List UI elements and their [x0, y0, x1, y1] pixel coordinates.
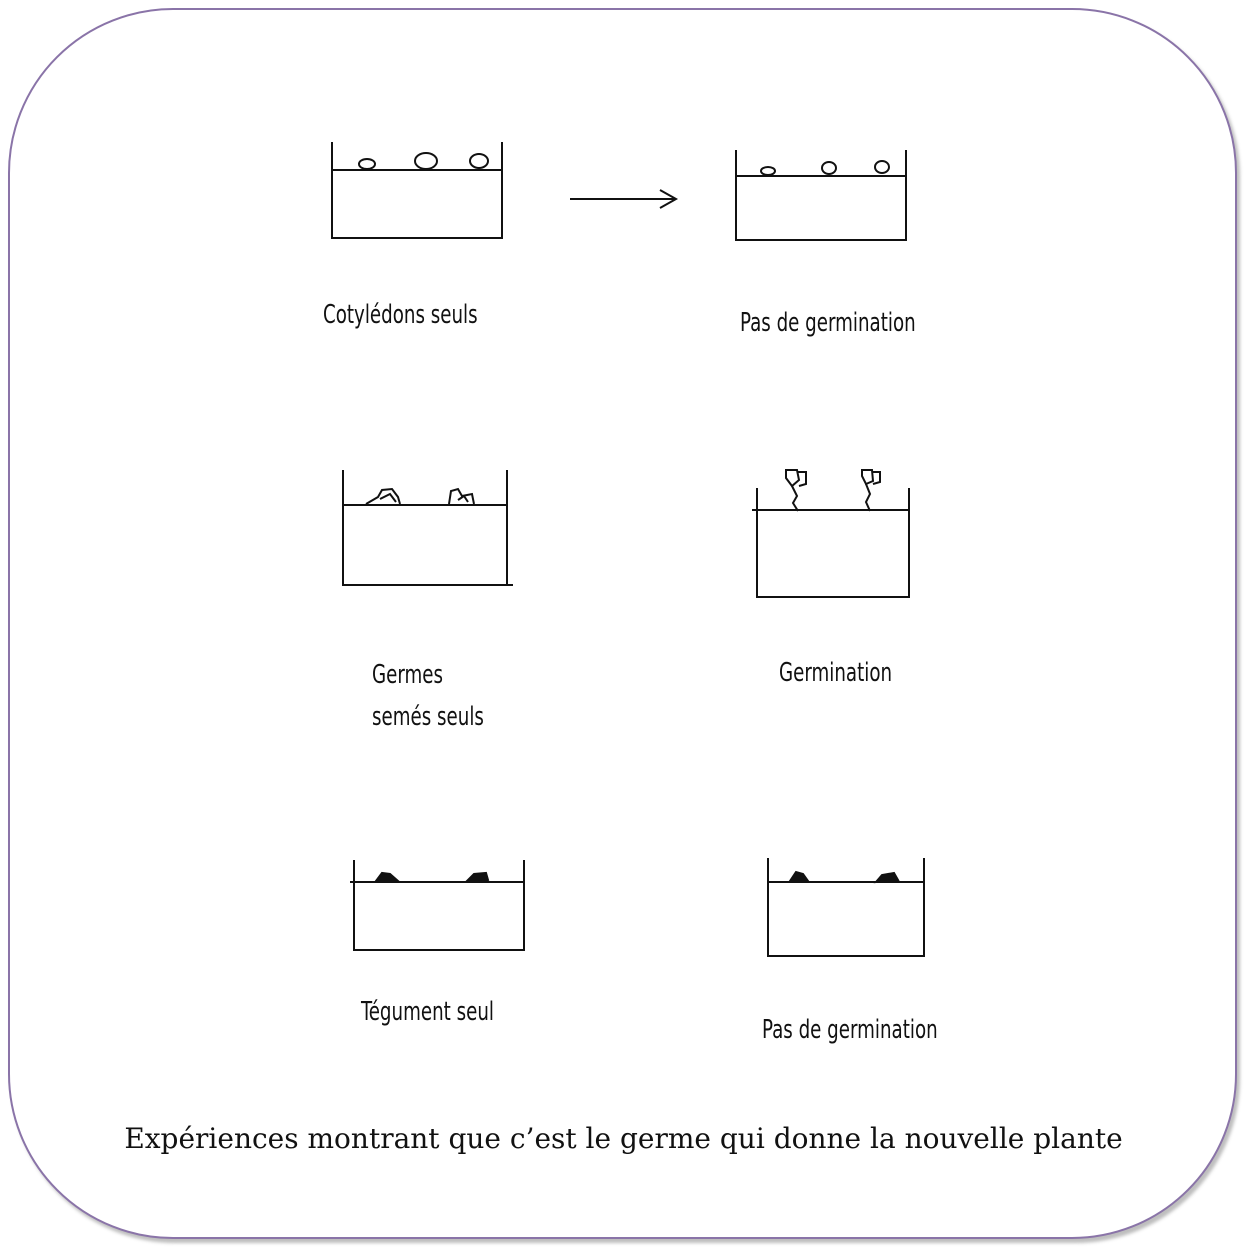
label-no-germination-2: Pas de germination [762, 1015, 938, 1045]
label-germes: Germes [372, 660, 444, 690]
label-tegument: Tégument seul [361, 997, 494, 1027]
label-semes-seuls: semés seuls [372, 702, 484, 732]
container-no-germination-1 [735, 150, 907, 241]
container-tegument [350, 860, 525, 951]
rounded-frame [8, 8, 1237, 1239]
label-germination: Germination [779, 658, 893, 688]
container-cotyledons [331, 142, 503, 239]
label-no-germination-1: Pas de germination [740, 308, 916, 338]
container-germs-alone [342, 470, 513, 586]
arrow-icon [570, 189, 679, 209]
container-germination [752, 469, 910, 598]
container-no-germination-2 [767, 858, 925, 957]
label-cotyledons: Cotylédons seuls [323, 300, 478, 330]
figure-caption: Expériences montrant que c’est le germe … [124, 1122, 1123, 1155]
